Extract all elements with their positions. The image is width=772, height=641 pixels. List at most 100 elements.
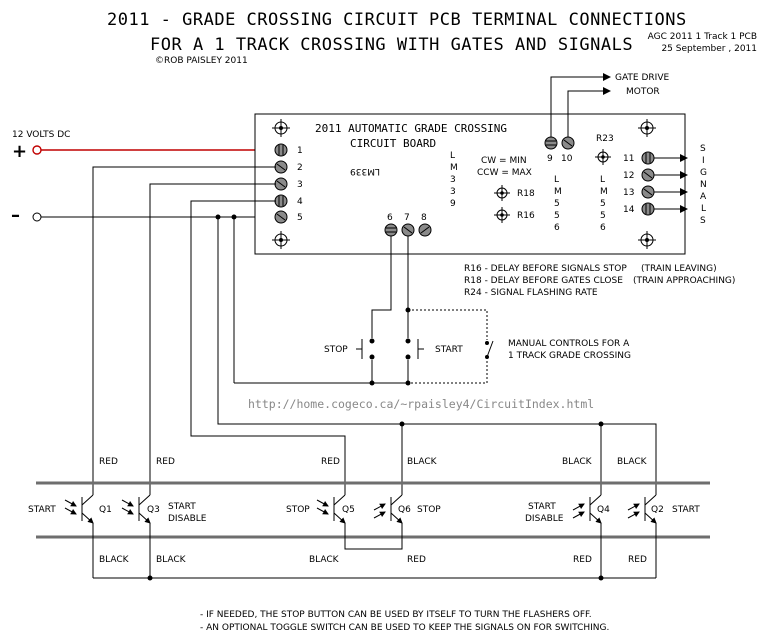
legend-r24: R24 - SIGNAL FLASHING RATE xyxy=(464,288,598,298)
terminal-1-label: 1 xyxy=(297,146,303,156)
terminal-4-label: 4 xyxy=(297,197,303,207)
terminal-2-label: 2 xyxy=(297,163,303,173)
svg-text:3: 3 xyxy=(450,187,456,197)
q5-q6-link xyxy=(344,523,403,550)
board-title-2: CIRCUIT BOARD xyxy=(350,137,436,150)
q4-red-label: RED xyxy=(573,555,592,565)
svg-text:L: L xyxy=(701,204,706,214)
q3-red-label: RED xyxy=(156,457,175,467)
legend-r16-note: (TRAIN LEAVING) xyxy=(641,264,717,274)
ccw-note: CCW = MAX xyxy=(477,168,532,178)
q5-black-label: BLACK xyxy=(309,555,340,565)
terminal-13-label: 13 xyxy=(623,188,634,198)
q2-label: Q2 xyxy=(651,505,664,515)
minus-sign: – xyxy=(11,205,20,226)
svg-text:A: A xyxy=(700,192,707,202)
q1-black-label: BLACK xyxy=(99,555,130,565)
stop-button-label: STOP xyxy=(324,345,348,355)
svg-text:S: S xyxy=(700,144,706,154)
r23-label: R23 xyxy=(596,134,614,144)
svg-text:5: 5 xyxy=(554,211,560,221)
circuit-board xyxy=(254,113,686,255)
ground-to-sensors xyxy=(217,217,657,495)
q4-start-label: START xyxy=(528,502,556,512)
svg-text:L: L xyxy=(450,151,455,161)
q2-start-label: START xyxy=(672,505,700,515)
r18-trimpot[interactable] xyxy=(494,185,510,201)
bottom-terminal-block xyxy=(384,223,432,237)
terminal-12-label: 12 xyxy=(623,171,634,181)
q4-black-label: BLACK xyxy=(562,457,593,467)
svg-text:G: G xyxy=(700,168,707,178)
terminal-9-label: 9 xyxy=(547,154,553,164)
q4-label: Q4 xyxy=(597,505,610,515)
q6-phototransistor xyxy=(373,494,403,524)
svg-text:M: M xyxy=(600,187,608,197)
svg-text:S: S xyxy=(700,216,706,226)
gate-wire-9 xyxy=(550,73,611,137)
q6-stop-label: STOP xyxy=(417,505,441,515)
svg-text:I: I xyxy=(702,156,705,166)
q3-phototransistor xyxy=(121,494,151,524)
copyright: ©ROB PAISLEY 2011 xyxy=(155,56,248,66)
left-terminal-block xyxy=(274,143,288,224)
q5-label: Q5 xyxy=(342,505,355,515)
chip-lm556b: L M 5 5 6 xyxy=(600,175,608,233)
board-title-1: 2011 AUTOMATIC GRADE CROSSING xyxy=(315,122,507,135)
q4-phototransistor xyxy=(572,494,602,524)
q5-phototransistor xyxy=(316,494,346,524)
q1-start-label: START xyxy=(28,505,56,515)
chip-lm339-rotated: LM339 xyxy=(350,166,380,176)
gate-label-1: GATE DRIVE xyxy=(615,73,669,83)
gate-wire-10 xyxy=(567,87,611,137)
chip-lm339-vertical: L M 3 3 9 xyxy=(450,151,458,209)
legend-r18: R18 - DELAY BEFORE GATES CLOSE xyxy=(464,276,623,286)
note-1: - IF NEEDED, THE STOP BUTTON CAN BE USED… xyxy=(200,610,592,620)
q6-black-label: BLACK xyxy=(407,457,438,467)
wire-term6 xyxy=(371,236,392,338)
wire-term3-q3 xyxy=(149,183,276,495)
q3-black-label: BLACK xyxy=(156,555,187,565)
svg-text:5: 5 xyxy=(554,199,560,209)
q5-red-label: RED xyxy=(321,457,340,467)
r23-trimpot[interactable] xyxy=(595,149,611,165)
negative-terminal xyxy=(32,212,42,222)
terminal-5-label: 5 xyxy=(297,213,303,223)
chip-lm556a: L M 5 5 6 xyxy=(554,175,562,233)
title-line2: FOR A 1 TRACK CROSSING WITH GATES AND SI… xyxy=(150,35,633,55)
svg-text:L: L xyxy=(600,175,605,185)
svg-text:9: 9 xyxy=(450,199,456,209)
svg-text:5: 5 xyxy=(600,211,606,221)
legend-r16: R16 - DELAY BEFORE SIGNALS STOP xyxy=(464,264,627,274)
q5-stop-label: STOP xyxy=(286,505,310,515)
q6-red-label: RED xyxy=(407,555,426,565)
manual-controls-2: 1 TRACK GRADE CROSSING xyxy=(508,351,631,361)
mounting-holes xyxy=(272,119,656,249)
svg-text:L: L xyxy=(554,175,559,185)
svg-text:6: 6 xyxy=(554,223,560,233)
r16-label: R16 xyxy=(517,211,535,221)
note-2: - AN OPTIONAL TOGGLE SWITCH CAN BE USED … xyxy=(200,623,609,633)
r18-label: R18 xyxy=(517,189,535,199)
toggle-wire-top xyxy=(408,309,488,340)
wire-term4-q5 xyxy=(190,200,346,495)
q1-label: Q1 xyxy=(99,505,112,515)
terminal-10-label: 10 xyxy=(561,154,573,164)
svg-text:M: M xyxy=(450,163,458,173)
terminal-7-label: 7 xyxy=(404,213,410,223)
top-terminal-block xyxy=(544,136,575,150)
optional-toggle-switch[interactable] xyxy=(486,340,494,358)
q4-disable-label: DISABLE xyxy=(525,514,564,524)
q2-red-label: RED xyxy=(628,555,647,565)
source-url[interactable]: http://home.cogeco.ca/~rpaisley4/Circuit… xyxy=(248,397,594,411)
gate-label-2: MOTOR xyxy=(626,87,660,97)
r16-trimpot[interactable] xyxy=(494,207,510,223)
terminal-11-label: 11 xyxy=(623,154,634,164)
doc-date: 25 September , 2011 xyxy=(661,44,757,54)
q6-label: Q6 xyxy=(398,505,411,515)
q3-start-label: START xyxy=(168,502,196,512)
q1-phototransistor xyxy=(64,494,94,524)
legend-r18-note: (TRAIN APPROACHING) xyxy=(633,276,735,286)
cw-note: CW = MIN xyxy=(481,156,527,166)
